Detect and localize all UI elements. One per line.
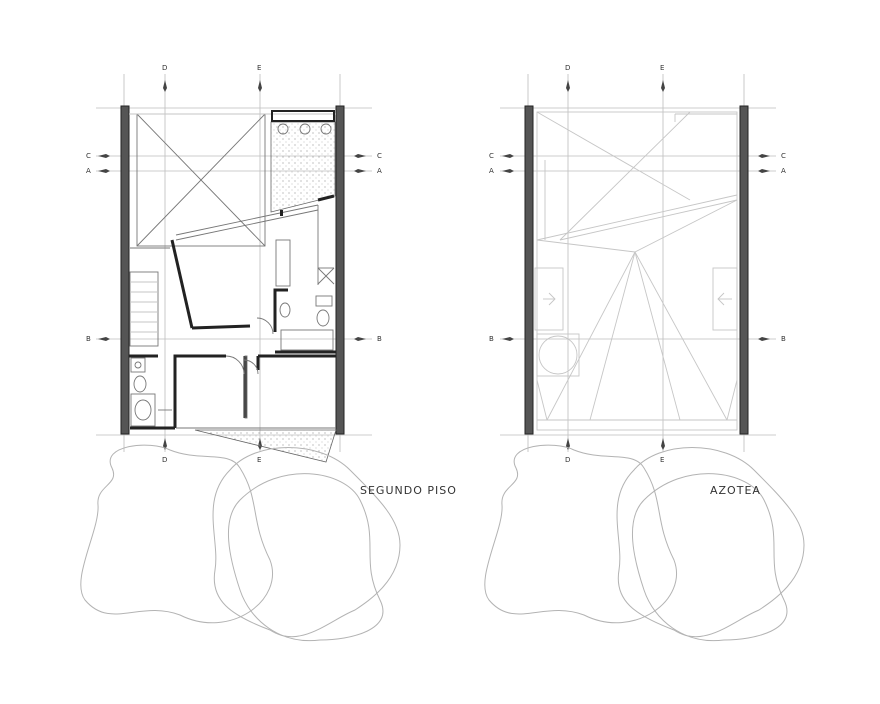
plant-icon	[277, 123, 289, 135]
axis-label-left-b: B	[86, 335, 91, 343]
axis-label-left-b: B	[489, 335, 494, 343]
tree-outlines	[80, 444, 401, 642]
axis-label-right-a: A	[377, 167, 382, 175]
axis-label-top-e: E	[660, 64, 664, 72]
bathroom-lower	[129, 354, 172, 427]
interior-walls	[170, 194, 335, 330]
axis-label-top-d: D	[162, 64, 167, 72]
axis-label-right-c: C	[377, 152, 382, 160]
axis-label-left-c: C	[489, 152, 494, 160]
plant-icon	[299, 123, 311, 135]
plan-segundo-piso: D E D E C A B C A B	[80, 64, 457, 642]
axis-label-right-b: B	[781, 335, 786, 343]
axis-markers	[502, 80, 770, 450]
axis-label-bottom-e: E	[257, 456, 261, 464]
plant-icon	[320, 123, 332, 135]
balcony-hatch	[194, 429, 337, 463]
bedrooms	[130, 354, 336, 430]
double-height-void	[129, 113, 336, 247]
axis-markers	[98, 80, 366, 450]
staircase	[129, 247, 170, 347]
plan-title-azotea: AZOTEA	[710, 484, 761, 497]
patio-hatch	[270, 110, 336, 213]
axis-label-right-b: B	[377, 335, 382, 343]
axis-label-bottom-d: D	[565, 456, 570, 464]
right-wall	[335, 105, 345, 435]
tree-outlines	[484, 444, 805, 642]
axis-label-bottom-e: E	[660, 456, 664, 464]
axis-label-bottom-d: D	[162, 456, 167, 464]
axis-label-right-a: A	[781, 167, 786, 175]
left-wall	[524, 105, 534, 435]
plan-azotea: D E D E C A B C A B	[484, 64, 805, 642]
skylights	[534, 267, 738, 377]
axis-label-right-c: C	[781, 152, 786, 160]
axis-label-left-a: A	[489, 167, 494, 175]
axis-label-left-a: A	[86, 167, 91, 175]
right-wall	[739, 105, 749, 435]
left-wall	[120, 105, 130, 435]
roof-outline	[536, 111, 738, 431]
bathroom-upper	[256, 288, 336, 354]
axis-label-left-c: C	[86, 152, 91, 160]
plan-title-segundo-piso: SEGUNDO PISO	[360, 484, 457, 497]
axis-label-top-e: E	[257, 64, 261, 72]
axis-label-top-d: D	[565, 64, 570, 72]
